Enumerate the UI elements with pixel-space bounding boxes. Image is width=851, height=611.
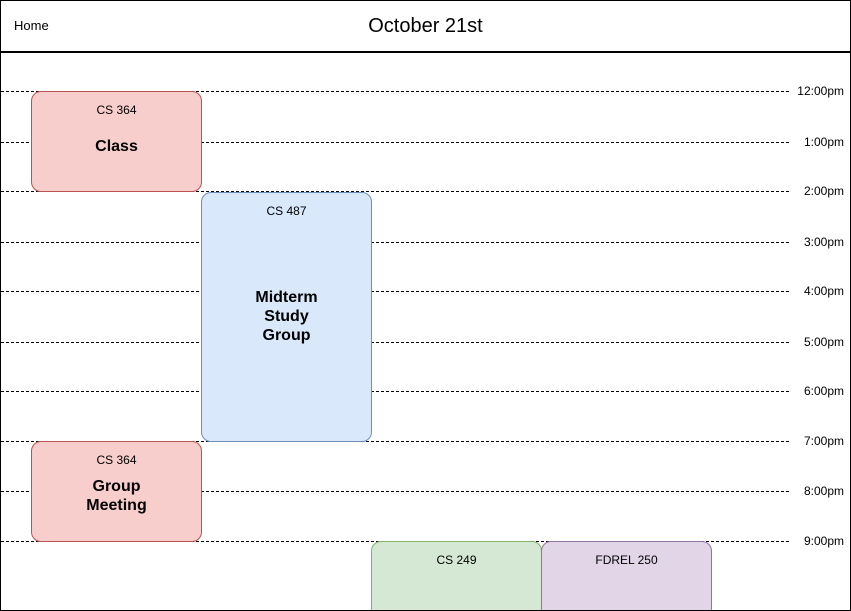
event-fdrel250[interactable]: FDREL 250 [541, 541, 712, 610]
event-cs249[interactable]: CS 249 [371, 541, 542, 610]
event-course: CS 249 [436, 553, 477, 567]
event-course: CS 487 [266, 204, 307, 218]
event-title: Midterm Study Group [255, 289, 318, 344]
hour-label: 8:00pm [803, 484, 844, 498]
hour-label: 6:00pm [803, 384, 844, 398]
hour-label: 4:00pm [803, 284, 844, 298]
hour-gridline [1, 91, 789, 92]
home-link[interactable]: Home [14, 18, 49, 33]
hour-gridline [1, 142, 789, 143]
event-cs364-class[interactable]: CS 364 Class [31, 91, 202, 192]
hour-label: 12:00pm [797, 84, 844, 98]
hour-gridline [1, 391, 789, 392]
event-course: CS 364 [96, 103, 137, 117]
event-cs487-midterm-study-group[interactable]: CS 487 Midterm Study Group [201, 192, 372, 442]
hour-label: 2:00pm [803, 184, 844, 198]
event-course: FDREL 250 [595, 553, 658, 567]
event-title: Class [95, 138, 138, 155]
hour-label: 9:00pm [803, 534, 844, 548]
hour-gridline [1, 491, 789, 492]
header-bar: Home October 21st [1, 1, 850, 53]
event-course: CS 364 [96, 453, 137, 467]
hour-label: 5:00pm [803, 335, 844, 349]
hour-gridline [1, 242, 789, 243]
event-cs364-group-meeting[interactable]: CS 364 Group Meeting [31, 441, 202, 542]
hour-gridline [1, 191, 789, 192]
hour-label: 7:00pm [803, 434, 844, 448]
hour-label: 3:00pm [803, 235, 844, 249]
event-title: Group Meeting [86, 478, 147, 514]
hour-gridline [1, 342, 789, 343]
hour-gridline [1, 291, 789, 292]
page-title: October 21st [368, 15, 483, 37]
hour-gridline [1, 441, 789, 442]
hour-label: 1:00pm [803, 135, 844, 149]
